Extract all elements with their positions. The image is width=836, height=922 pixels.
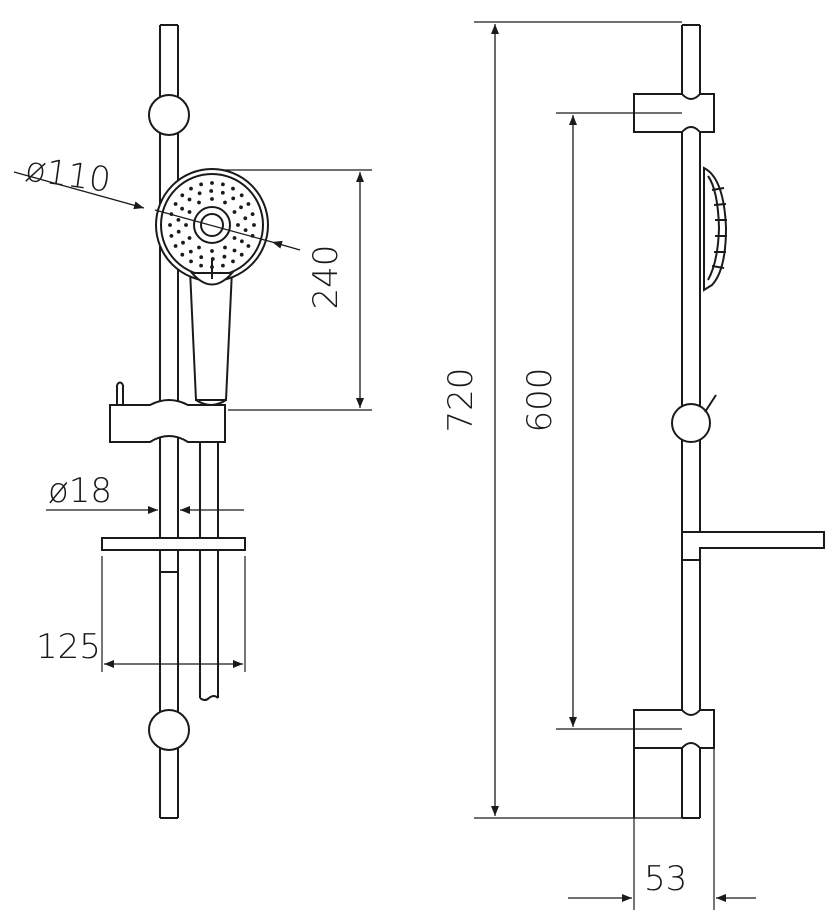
dim-shelf-width: 125 [36, 556, 246, 672]
front-soap-shelf [101, 537, 246, 573]
dim-bracket-spacing: 600 [520, 112, 682, 730]
nozzle-dot [223, 245, 227, 250]
front-slider-holder [109, 381, 226, 443]
nozzle-dot [173, 202, 178, 206]
nozzle-dot [176, 218, 181, 222]
nozzle-dot [232, 236, 237, 240]
nozzle-dot [240, 239, 244, 244]
nozzle-dot [197, 191, 202, 196]
nozzle-dot [246, 202, 251, 206]
nozzle-dot [184, 223, 188, 227]
label-bracket-spacing: 600 [520, 368, 560, 433]
nozzle-dot [232, 210, 237, 214]
nozzle-dot [199, 263, 204, 268]
label-total-height: 720 [441, 368, 481, 433]
nozzle-dot [173, 244, 178, 248]
dim-rail-diameter: ø18 [46, 471, 244, 514]
nozzle-dot [168, 223, 172, 227]
nozzle-dot [176, 229, 181, 234]
nozzle-dot [220, 190, 225, 195]
nozzle-dot [189, 259, 193, 264]
label-bracket-depth: 53 [644, 859, 687, 899]
nozzle-dot [210, 265, 214, 269]
side-view [633, 24, 825, 819]
nozzle-dot [231, 186, 235, 191]
front-view [101, 24, 269, 819]
nozzle-dot [180, 206, 185, 211]
nozzle-dot [221, 263, 225, 268]
dim-total-height: 720 [441, 21, 682, 819]
label-shelf-width: 125 [36, 627, 101, 667]
nozzle-dot [199, 182, 204, 187]
nozzle-dot [209, 189, 214, 193]
nozzle-dot [250, 212, 255, 217]
front-shower-head [155, 168, 269, 286]
nozzle-dot [187, 236, 192, 240]
nozzle-dot [181, 240, 185, 245]
nozzle-dot [239, 205, 243, 210]
nozzle-dot [187, 210, 192, 214]
nozzle-dot [189, 186, 193, 191]
nozzle-dot [239, 252, 244, 257]
side-slider-knob [671, 403, 711, 443]
dim-head-height: 240 [222, 169, 372, 411]
nozzle-dot [221, 182, 225, 187]
side-soap-shelf [681, 531, 825, 561]
front-top-bracket [148, 94, 190, 136]
nozzle-dot [210, 181, 214, 185]
nozzle-dot [187, 197, 192, 202]
nozzle-dot [231, 196, 236, 201]
nozzle-dot [223, 200, 227, 205]
label-head-height: 240 [306, 245, 346, 310]
nozzle-dot [197, 200, 201, 205]
front-bottom-bracket [148, 709, 190, 751]
nozzle-dot [222, 254, 227, 259]
side-shower-head [703, 166, 728, 292]
nozzle-dot [236, 223, 240, 227]
side-slider-pin [704, 394, 717, 413]
nozzle-dot [180, 193, 185, 198]
dim-bracket-depth: 53 [568, 748, 756, 910]
nozzle-dot [231, 259, 235, 264]
nozzle-dot [169, 234, 174, 238]
head-nozzles [168, 181, 256, 269]
nozzle-dot [210, 257, 215, 261]
side-bottom-bracket [633, 709, 715, 818]
nozzle-dot [232, 248, 237, 253]
nozzle-dot [243, 228, 248, 233]
front-hose [199, 440, 219, 701]
nozzle-dot [252, 223, 256, 227]
nozzle-dot [180, 252, 185, 257]
label-rail-diameter: ø18 [48, 471, 112, 511]
nozzle-dot [197, 245, 201, 250]
nozzle-dot [199, 255, 204, 260]
nozzle-dot [210, 249, 214, 253]
front-handle [188, 269, 234, 406]
nozzle-dot [239, 193, 244, 198]
nozzle-dot [188, 249, 193, 254]
nozzle-dot [246, 244, 251, 248]
nozzle-dot [243, 216, 248, 221]
nozzle-dot [210, 197, 214, 201]
label-head-diameter: ø110 [23, 149, 113, 201]
